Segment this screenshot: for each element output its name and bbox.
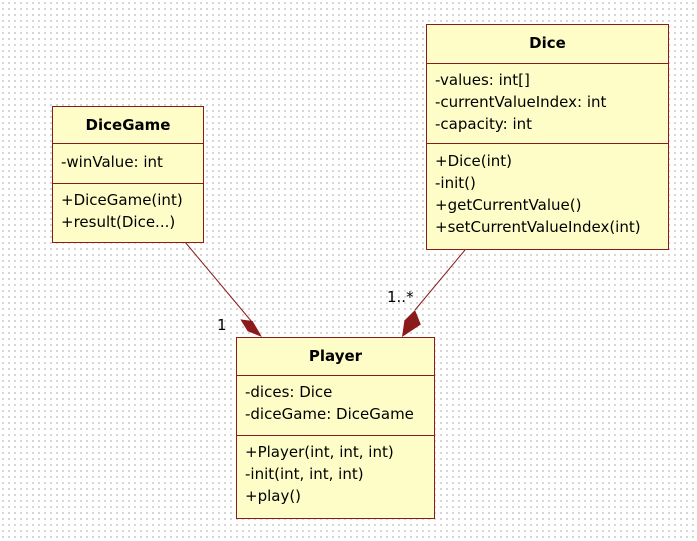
operation: +Dice(int): [435, 152, 513, 170]
operation: +setCurrentValueIndex(int): [435, 218, 641, 236]
dicegame-player-composition-diamond: [240, 319, 262, 337]
operation: +getCurrentValue(): [435, 196, 582, 214]
operation: +Player(int, int, int): [245, 443, 394, 461]
class-name: Dice: [427, 25, 668, 64]
attributes-compartment: -values: int[] -currentValueIndex: int -…: [427, 64, 668, 144]
attribute: -values: int[]: [435, 71, 530, 89]
attribute: -dices: Dice: [245, 383, 333, 401]
attribute: -currentValueIndex: int: [435, 93, 607, 111]
dice-player-composition-diamond: [402, 310, 421, 337]
attributes-compartment: -winValue: int: [53, 144, 203, 184]
class-dicegame[interactable]: DiceGame -winValue: int +DiceGame(int) +…: [52, 106, 204, 243]
operation: +play(): [245, 487, 302, 505]
attribute: -diceGame: DiceGame: [245, 405, 414, 423]
multiplicity-label: 1: [217, 316, 227, 334]
operation: -init(): [435, 174, 476, 192]
operations-compartment: +Dice(int) -init() +getCurrentValue() +s…: [427, 144, 668, 238]
class-player[interactable]: Player -dices: Dice -diceGame: DiceGame …: [236, 337, 435, 519]
operations-compartment: +DiceGame(int) +result(Dice...): [53, 184, 203, 233]
class-name: Player: [237, 338, 434, 376]
operation: +result(Dice...): [61, 213, 176, 231]
operation: -init(int, int, int): [245, 465, 364, 483]
dice-player-association-line: [414, 249, 466, 311]
multiplicity-label: 1..*: [387, 288, 414, 306]
attribute: -capacity: int: [435, 115, 533, 133]
operations-compartment: +Player(int, int, int) -init(int, int, i…: [237, 436, 434, 507]
operation: +DiceGame(int): [61, 191, 183, 209]
dicegame-player-association-line: [184, 241, 253, 323]
class-dice[interactable]: Dice -values: int[] -currentValueIndex: …: [426, 24, 669, 250]
class-name: DiceGame: [53, 107, 203, 144]
attributes-compartment: -dices: Dice -diceGame: DiceGame: [237, 376, 434, 436]
attribute: -winValue: int: [61, 153, 163, 171]
